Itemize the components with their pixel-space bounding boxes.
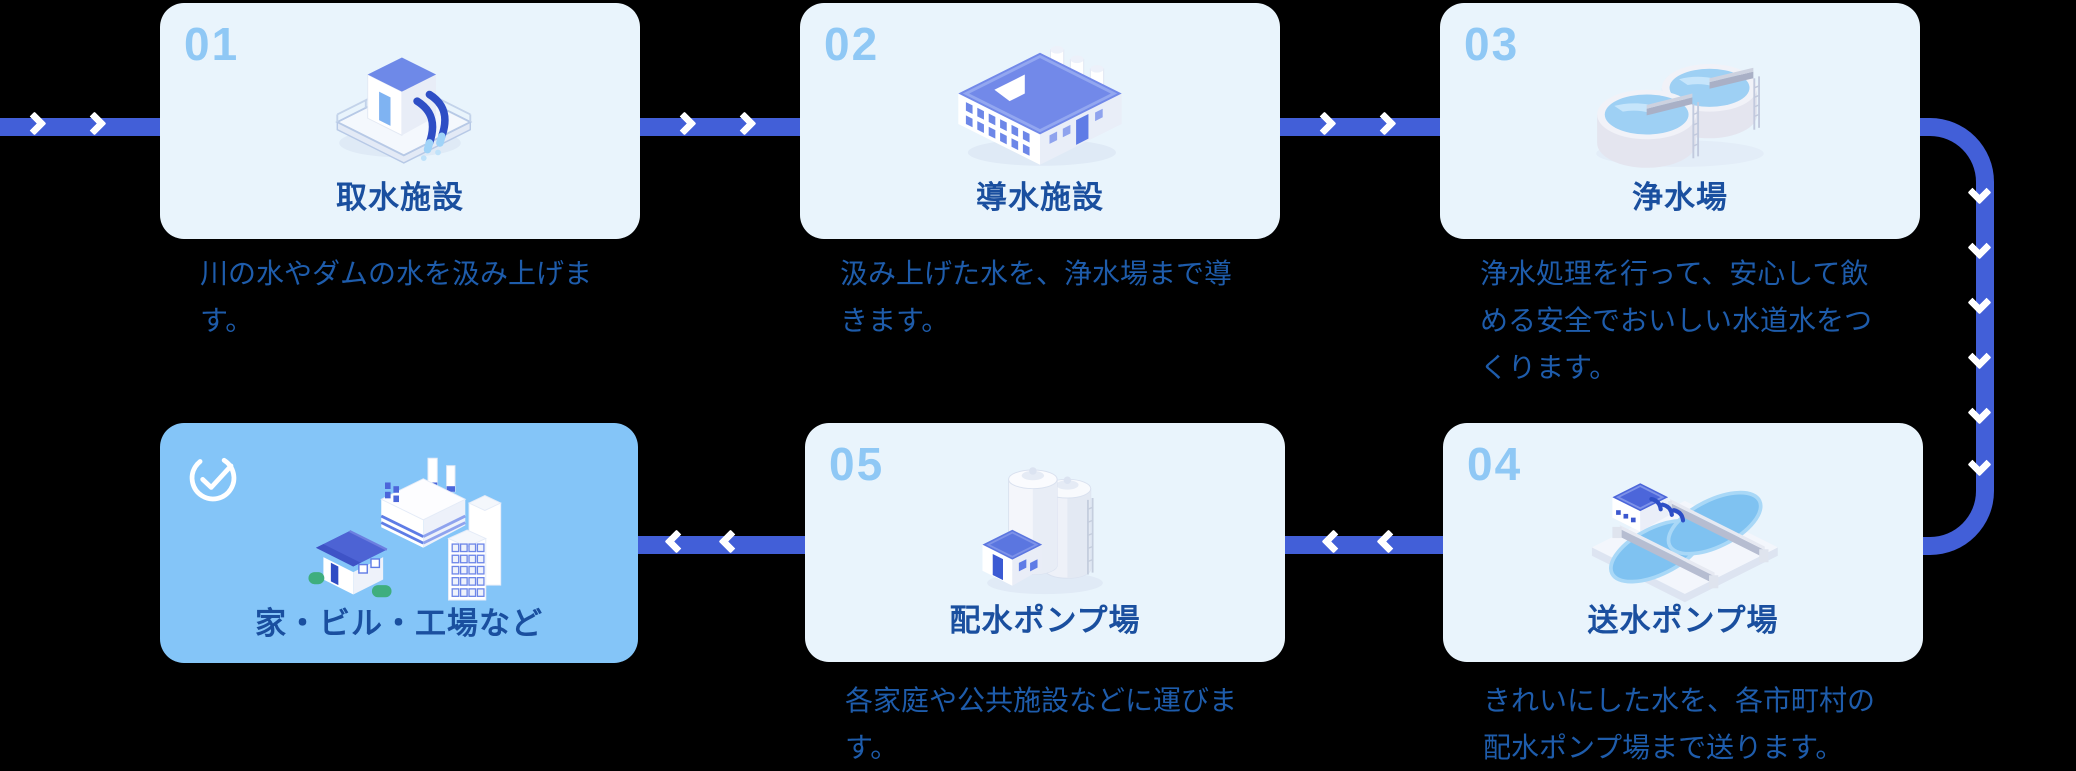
purification-plant-icon bbox=[1580, 33, 1780, 176]
step-description: 各家庭や公共施設などに運びます。 bbox=[845, 685, 1238, 763]
flow-line-entry bbox=[0, 118, 160, 136]
distribution-pump-station-icon bbox=[975, 451, 1115, 601]
flow-line-step5-final bbox=[637, 536, 805, 554]
step-title: 浄水場 bbox=[1632, 180, 1728, 215]
transmission-pump-station-icon bbox=[1581, 447, 1786, 605]
step-description: きれいにした水を、各市町村の配水ポンプ場まで送ります。 bbox=[1483, 685, 1876, 763]
step-card-conveyance: 02 bbox=[800, 3, 1280, 239]
flow-line-step1-step2 bbox=[640, 118, 800, 136]
final-card-consumers: 家・ビル・工場など bbox=[160, 423, 638, 663]
step-number: 02 bbox=[824, 18, 880, 70]
step-card-distribution: 05 bbox=[805, 423, 1285, 662]
step-title: 取水施設 bbox=[336, 180, 464, 215]
flow-line-step4-step5 bbox=[1281, 536, 1443, 554]
step-description: 汲み上げた水を、浄水場まで導きます。 bbox=[840, 258, 1233, 336]
step-number: 03 bbox=[1464, 18, 1520, 70]
check-circle-icon bbox=[186, 451, 240, 505]
step-title: 導水施設 bbox=[976, 180, 1104, 215]
flow-line-step3-step4-curve bbox=[1920, 118, 1994, 555]
intake-facility-icon bbox=[324, 33, 476, 176]
step-number: 01 bbox=[184, 18, 240, 70]
step-title: 送水ポンプ場 bbox=[1587, 603, 1779, 638]
flow-line-step2-step3 bbox=[1280, 118, 1440, 136]
step-card-transmission: 04 bbox=[1443, 423, 1923, 662]
final-card-title: 家・ビル・工場など bbox=[255, 606, 543, 641]
step-description: 浄水処理を行って、安心して飲める安全でおいしい水道水をつくります。 bbox=[1480, 258, 1873, 383]
step-description: 川の水やダムの水を汲み上げます。 bbox=[200, 258, 593, 336]
homes-buildings-factories-icon bbox=[292, 447, 507, 615]
step-number: 05 bbox=[829, 438, 885, 490]
step-card-intake: 01 取水施設 bbox=[160, 3, 640, 239]
step-card-purification: 03 bbox=[1440, 3, 1920, 239]
conveyance-facility-icon bbox=[945, 33, 1135, 176]
step-title: 配水ポンプ場 bbox=[949, 603, 1141, 638]
step-number: 04 bbox=[1467, 438, 1523, 490]
